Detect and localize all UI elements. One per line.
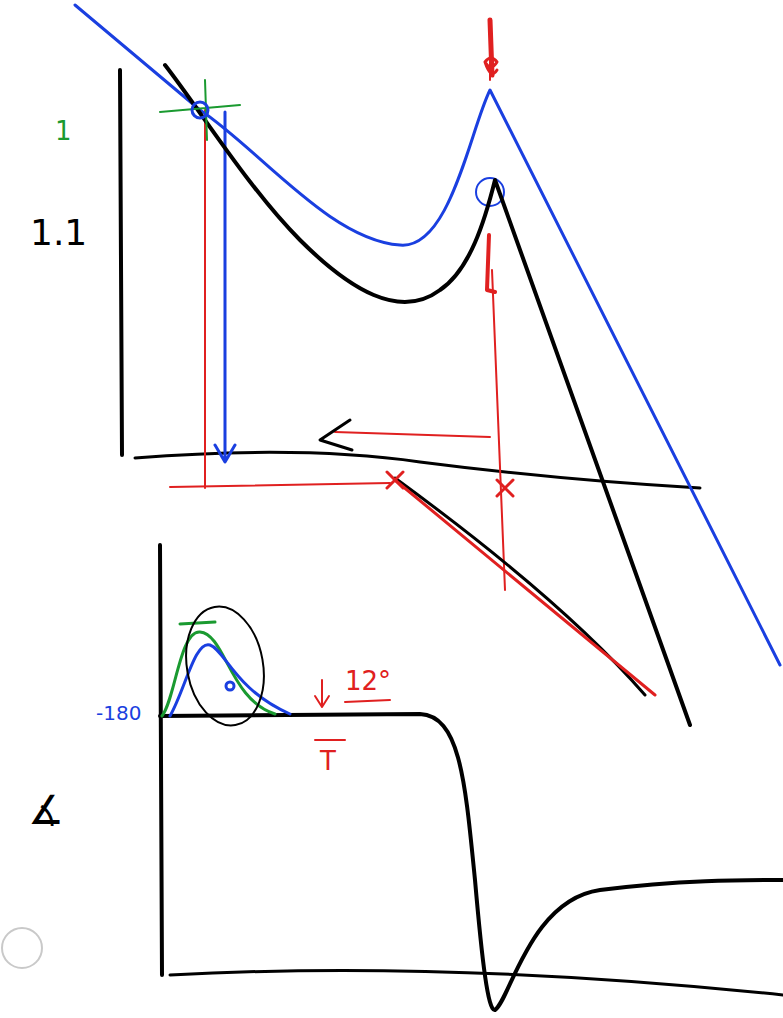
phase-curve — [160, 714, 783, 1010]
margin-label: 12° — [345, 668, 391, 694]
y-axis — [160, 545, 162, 975]
blue-curve — [75, 5, 780, 665]
red-mark — [487, 235, 495, 292]
red-arrow — [335, 432, 490, 437]
green-mark — [180, 622, 215, 624]
black-curve — [165, 65, 690, 725]
axis-symbol: ∡ — [28, 790, 64, 830]
blue-bump — [170, 645, 290, 716]
ellipse — [177, 600, 273, 731]
underline — [345, 700, 390, 702]
x-axis — [135, 452, 700, 488]
blue-dot — [226, 682, 234, 690]
arrow-head — [320, 420, 352, 450]
y-axis — [120, 70, 122, 455]
x-mark — [387, 472, 513, 496]
x-axis — [170, 971, 783, 996]
red-tangent — [395, 480, 655, 695]
value-label: 1.1 — [30, 215, 87, 251]
blue-arrow — [215, 112, 235, 462]
phase-value: -180 — [96, 703, 141, 723]
red-mark — [485, 58, 497, 74]
red-guide — [170, 483, 390, 487]
red-guide — [204, 110, 206, 488]
green-mark — [160, 80, 240, 140]
red-arrow — [315, 680, 329, 707]
point-label: 1 — [55, 118, 72, 144]
blue-dot — [192, 102, 208, 118]
overline — [315, 739, 345, 741]
seal — [2, 928, 42, 968]
period-label: T — [320, 748, 336, 774]
